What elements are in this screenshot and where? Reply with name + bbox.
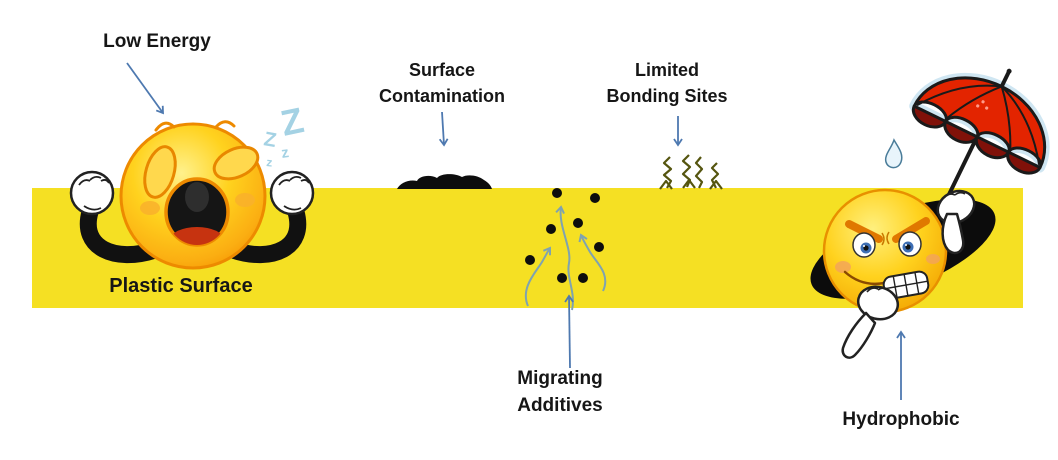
umbrella-ribs <box>916 84 1041 165</box>
ferrule-tip <box>1006 68 1012 74</box>
additive-dot <box>590 193 600 203</box>
smirk-line <box>843 270 886 286</box>
cheek-left <box>835 261 851 273</box>
thumbs-down-hand-top <box>936 189 976 255</box>
left-arm <box>79 203 164 264</box>
wavy-up-arrow <box>555 205 574 311</box>
eye-left <box>852 232 876 258</box>
sleep-z-icon: Z Z z z <box>262 99 307 169</box>
cheek-left <box>140 201 160 215</box>
left-fist-icon <box>69 170 115 216</box>
cheek-right <box>235 193 255 207</box>
additives-arrow <box>564 294 574 369</box>
wavy-up-arrow <box>578 233 607 292</box>
thumbs-down-hand-bottom <box>841 285 900 359</box>
umbrella-ferrule <box>999 71 1011 88</box>
sleep-z-large: Z <box>277 99 307 144</box>
label-hydrophobic: Hydrophobic <box>842 409 960 430</box>
additive-dot <box>573 218 583 228</box>
bonding-squiggle <box>694 156 704 189</box>
eye-right <box>898 231 922 257</box>
additive-dot <box>557 273 567 283</box>
umbrella-icon <box>909 68 1050 208</box>
label-surface-contamination: Surface Contamination <box>379 60 505 106</box>
closed-eye-left <box>143 145 177 199</box>
additive-dots <box>525 188 604 283</box>
right-arm <box>224 203 307 264</box>
sleep-z-medium: Z <box>262 128 278 152</box>
right-fist-icon <box>269 170 315 216</box>
label-low-energy: Low Energy <box>103 31 211 52</box>
tongue <box>170 227 224 245</box>
additive-dot <box>552 188 562 198</box>
bonding-squiggle <box>710 162 720 189</box>
additive-dot <box>546 224 556 234</box>
bonding-squiggle <box>662 156 673 189</box>
water-drop-icon <box>884 138 903 169</box>
additive-dot <box>594 242 604 252</box>
label-limited-bonding-sites: Limited Bonding Sites <box>606 60 728 106</box>
closed-eye-right <box>212 145 260 181</box>
low-energy-arrow <box>126 62 164 115</box>
cheek-right <box>926 254 940 264</box>
contamination-blob-icon <box>397 174 492 189</box>
wavy-up-arrow <box>524 246 552 307</box>
brow-curls <box>154 120 236 132</box>
gritted-teeth <box>882 270 930 300</box>
canopy-highlights <box>976 100 989 110</box>
annotation-arrows <box>126 62 906 400</box>
sleep-z-small: z <box>280 144 290 162</box>
bonding-base-carets <box>659 178 723 190</box>
angry-face-icon <box>810 188 996 314</box>
additive-dot <box>525 255 535 265</box>
umbrella-canopy <box>912 76 1047 169</box>
angry-brow-left <box>845 220 883 243</box>
sleep-z-tiny: z <box>266 155 273 170</box>
additive-dot <box>578 273 588 283</box>
migration-wavy-arrows <box>524 205 607 311</box>
uvula <box>185 182 209 212</box>
label-plastic-surface: Plastic Surface <box>109 275 253 297</box>
bonding-sites-icon <box>659 154 723 190</box>
sleepy-face-icon <box>69 120 315 270</box>
label-migrating-additives: Migrating Additives <box>517 368 603 416</box>
frown-wrinkles <box>881 231 890 246</box>
contamination-arrow <box>438 111 449 147</box>
